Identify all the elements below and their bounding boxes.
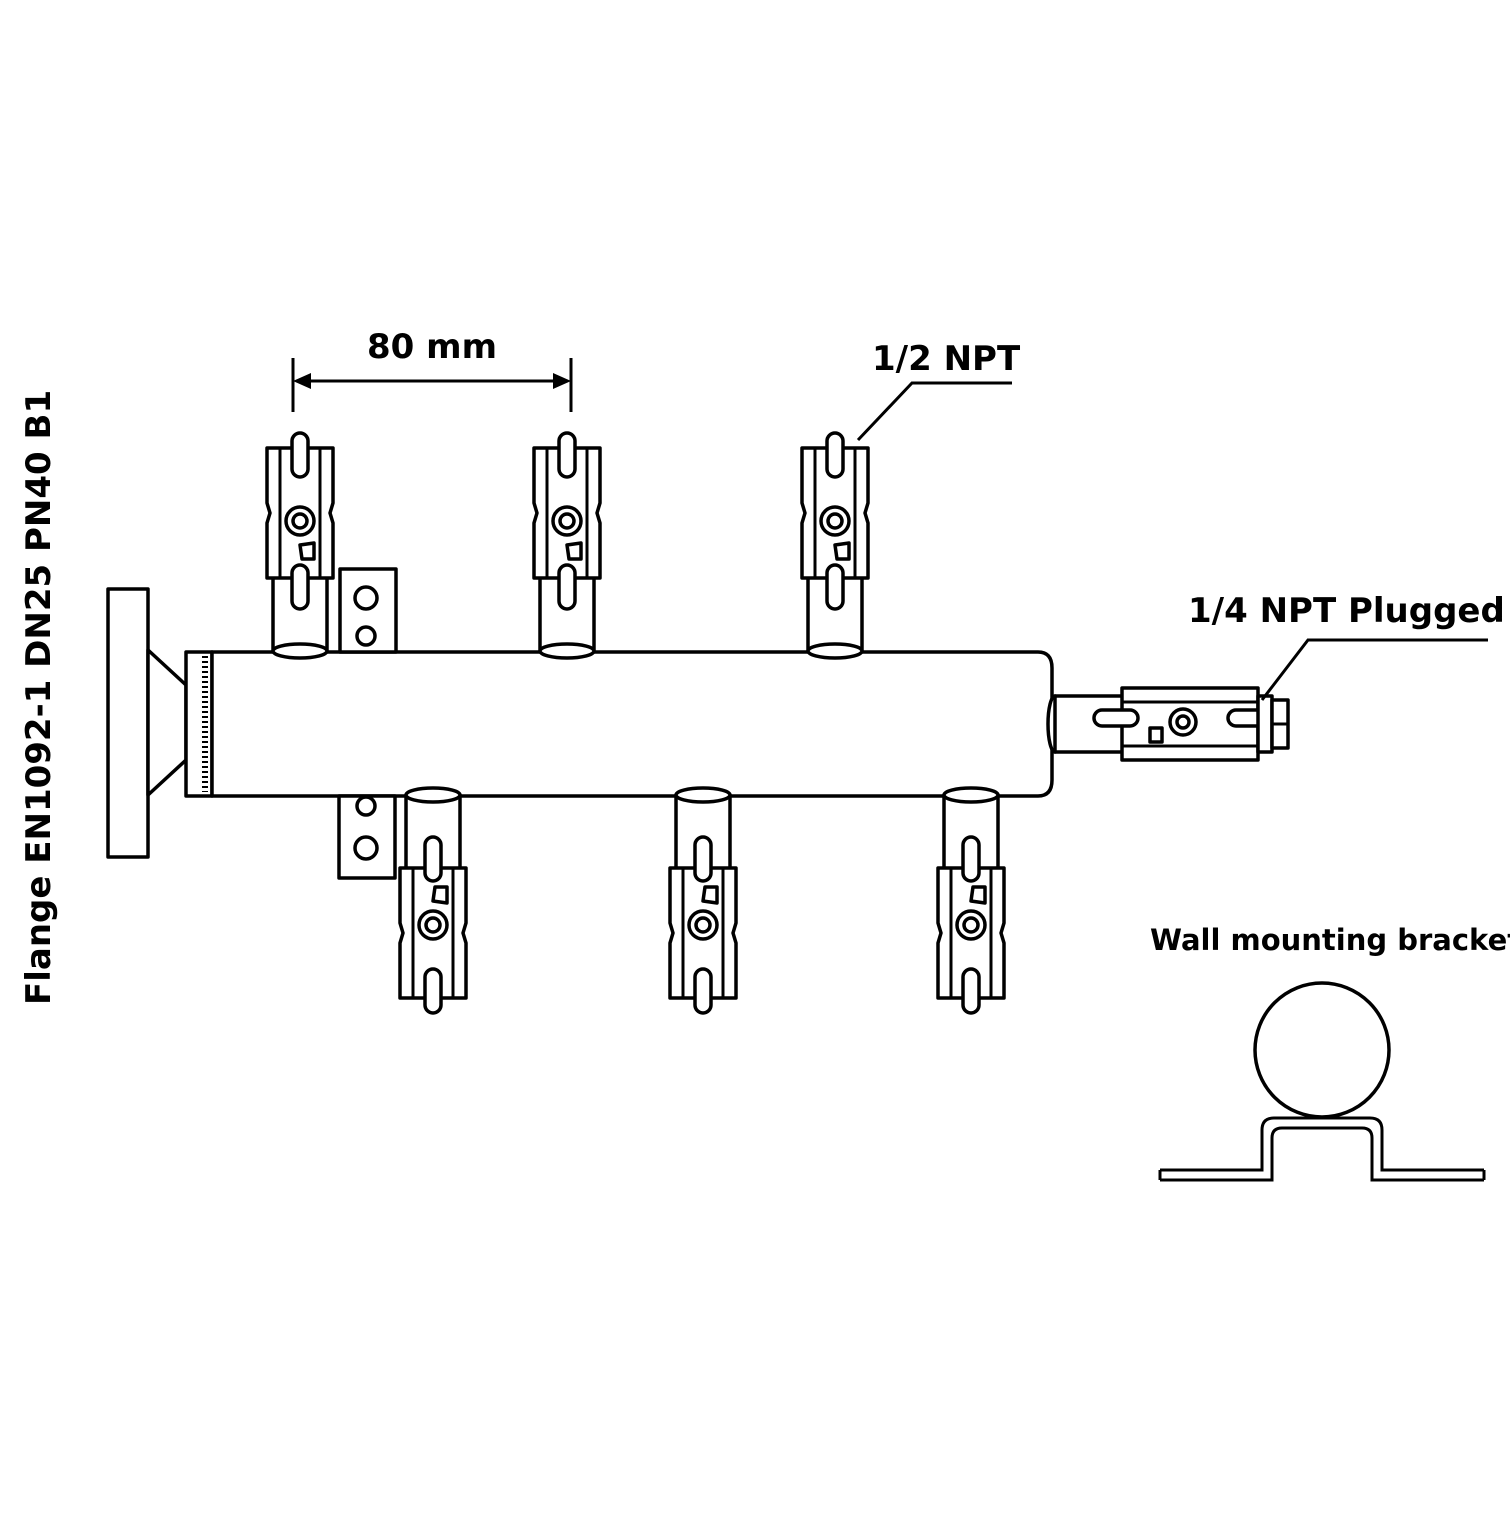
flange: [106, 587, 214, 859]
side-valve: [1046, 686, 1290, 762]
quarter-npt-label: 1/4 NPT Plugged: [1188, 591, 1505, 631]
valve-top-3: [800, 431, 870, 660]
half-npt-label: 1/2 NPT: [872, 339, 1021, 379]
dimension-80mm: 80 mm: [291, 327, 573, 412]
wall-bracket-plate-bottom: [337, 794, 397, 880]
valve-bottom-3: [936, 786, 1006, 1015]
bracket-detail: Wall mounting bracket: [1150, 923, 1510, 1182]
valve-bottom-2: [668, 786, 738, 1015]
valve-bottom-1: [398, 786, 468, 1015]
flange-label: Flange EN1092-1 DN25 PN40 B1: [19, 390, 59, 1005]
dimension-label: 80 mm: [367, 327, 497, 367]
quarter-npt-callout: 1/4 NPT Plugged: [1188, 591, 1505, 701]
valve-top-1: [265, 431, 335, 660]
wall-bracket-plate-top: [338, 567, 398, 654]
half-npt-callout: 1/2 NPT: [856, 339, 1021, 442]
bracket-label: Wall mounting bracket: [1150, 923, 1510, 957]
manifold-pipe: [210, 650, 1054, 798]
valve-top-2: [532, 431, 602, 660]
